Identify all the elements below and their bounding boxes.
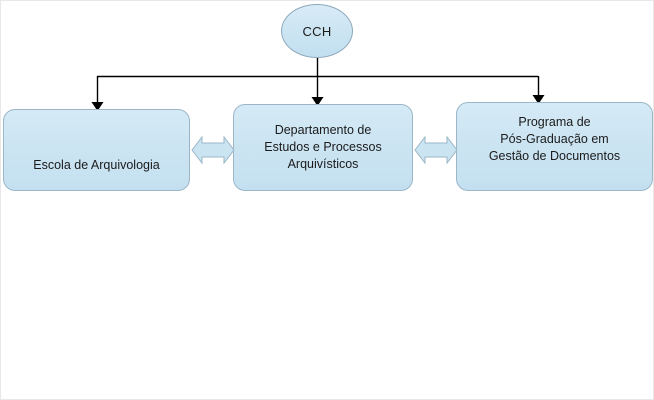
- node-departamento-label: Departamento de Estudos e Processos Arqu…: [264, 123, 382, 171]
- bidirectional-arrow-escola-departamento: [191, 135, 235, 165]
- node-cch-label: CCH: [302, 23, 332, 39]
- node-programa-label: Programa de Pós-Graduação em Gestão de D…: [488, 115, 621, 163]
- bidirectional-arrow-departamento-programa: [414, 135, 458, 165]
- double-arrow-shape: [191, 135, 235, 165]
- node-departamento-de-estudos-e-processos-arquivisticos[interactable]: Departamento de Estudos e Processos Arqu…: [233, 104, 413, 191]
- node-escola-de-arquivologia[interactable]: Escola de Arquivologia: [3, 109, 190, 191]
- node-escola-label: Escola de Arquivologia: [33, 158, 160, 172]
- node-cch[interactable]: CCH: [281, 4, 353, 58]
- node-programa-de-pos-graduacao-em-gestao-de-documentos[interactable]: Programa de Pós-Graduação em Gestão de D…: [456, 102, 653, 191]
- double-arrow-shape: [414, 135, 458, 165]
